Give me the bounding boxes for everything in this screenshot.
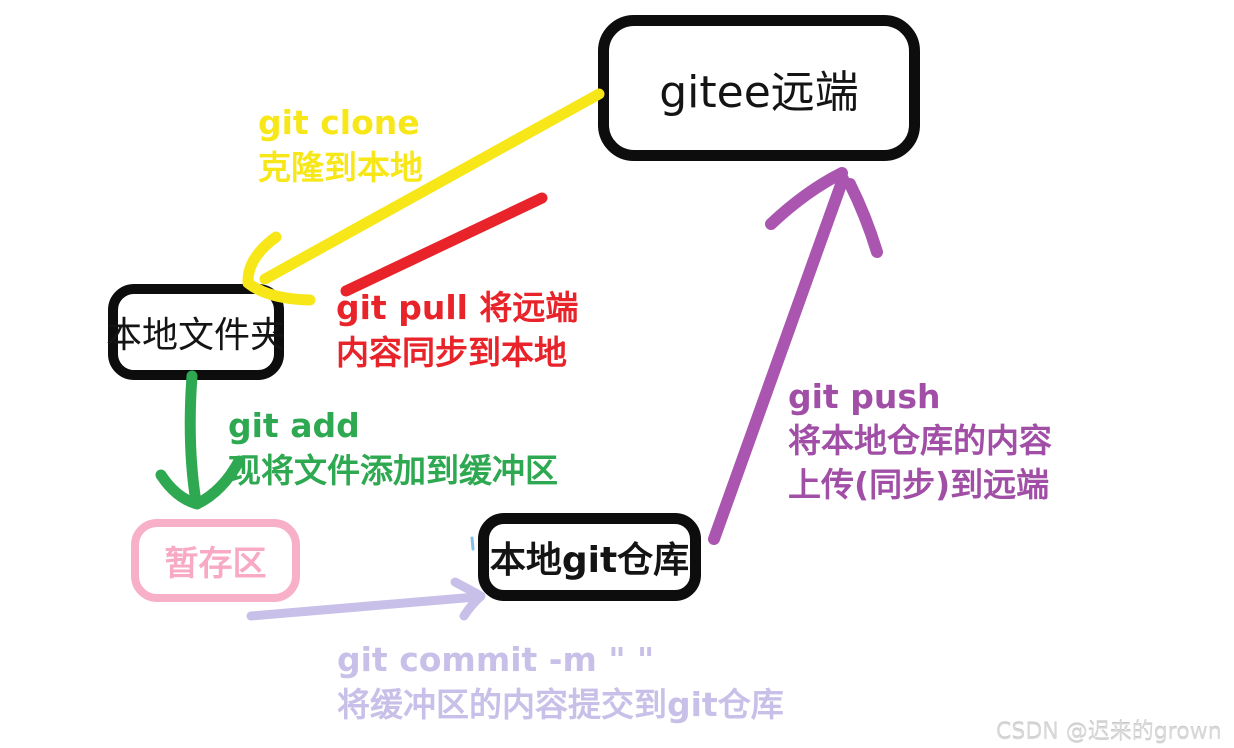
- node-local-git-repo-label: 本地git仓库: [489, 540, 690, 581]
- git-commit-command: git commit -m " ": [337, 640, 655, 679]
- node-local-folder-label: 本地文件夹: [106, 315, 287, 356]
- node-staging-area: 暂存区: [131, 519, 300, 602]
- git-add-command: git add: [228, 406, 360, 445]
- git-push-description-1: 将本地仓库的内容: [788, 421, 1052, 460]
- git-clone-description: 克隆到本地: [258, 148, 423, 187]
- git-add-description: 现将文件添加到缓冲区: [228, 451, 558, 490]
- git-commit-label: git commit -m " " 将缓冲区的内容提交到git仓库: [337, 637, 784, 727]
- stray-mark: [470, 536, 475, 551]
- git-pull-label: git pull 将远端 内容同步到本地: [336, 285, 578, 375]
- node-gitee-remote: gitee远端: [598, 15, 920, 161]
- git-push-description-2: 上传(同步)到远端: [788, 465, 1050, 504]
- git-clone-label: git clone 克隆到本地: [258, 100, 423, 190]
- git-pull-command: git pull 将远端: [336, 288, 579, 327]
- node-gitee-remote-label: gitee远端: [659, 67, 859, 118]
- git-push-label: git push 将本地仓库的内容 上传(同步)到远端: [788, 375, 1052, 507]
- git-commit-description: 将缓冲区的内容提交到git仓库: [337, 685, 784, 724]
- git-add-label: git add 现将文件添加到缓冲区: [228, 403, 558, 493]
- node-local-folder: 本地文件夹: [106, 284, 287, 380]
- git-clone-command: git clone: [258, 103, 420, 142]
- git-pull-line: [340, 192, 548, 297]
- node-staging-area-label: 暂存区: [164, 544, 267, 584]
- git-push-command: git push: [788, 377, 941, 416]
- csdn-watermark: CSDN @迟来的grown: [996, 720, 1222, 745]
- git-pull-description: 内容同步到本地: [336, 333, 567, 372]
- node-local-git-repo: 本地git仓库: [478, 513, 701, 601]
